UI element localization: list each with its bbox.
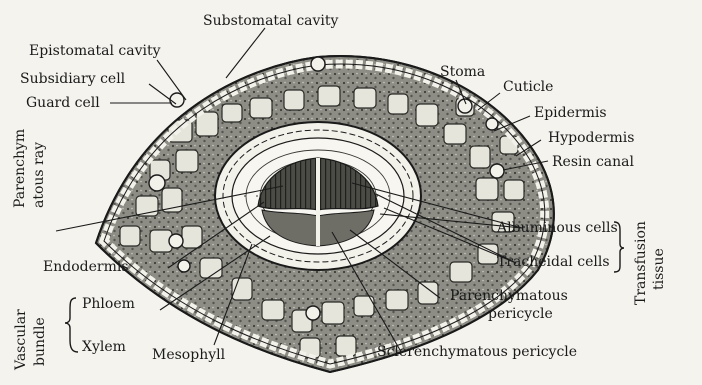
label-epistomatal-cavity: Epistomatal cavity [29, 43, 161, 59]
label-mesophyll: Mesophyll [152, 347, 225, 363]
label-sclerenchymatous-pericycle: Sclerenchymatous pericycle [377, 344, 577, 360]
label-resin-canal: Resin canal [552, 154, 634, 170]
label-vascular-line2: bundle [32, 317, 48, 366]
label-tracheidal-cells: Tracheidal cells [497, 254, 610, 270]
label-endodermis: Endodermis [43, 259, 129, 275]
label-transfusion-line1: Transfusion [633, 221, 649, 305]
label-parenchymatous-pericycle-line1: Parenchymatous [450, 288, 568, 304]
label-phloem: Phloem [82, 296, 135, 312]
label-transfusion-line2: tissue [651, 248, 667, 290]
label-guard-cell: Guard cell [26, 95, 100, 111]
label-epidermis: Epidermis [534, 105, 607, 121]
label-xylem: Xylem [82, 339, 126, 355]
label-hypodermis: Hypodermis [548, 130, 634, 146]
label-stoma: Stoma [440, 64, 485, 80]
vascular-bundle-brace [65, 298, 78, 352]
label-substomatal-cavity: Substomatal cavity [203, 13, 338, 29]
label-parenchymatous-pericycle-line2: pericycle [488, 306, 553, 322]
label-cuticle: Cuticle [503, 79, 553, 95]
label-parenchymatous-ray-line2: atous ray [31, 142, 47, 208]
label-parenchymatous-ray-line1: Parenchym [12, 129, 28, 208]
label-vascular-line1: Vascular [13, 309, 29, 370]
label-subsidiary-cell: Subsidiary cell [20, 71, 125, 87]
label-albuminous-cells: Albuminous cells [497, 220, 618, 236]
